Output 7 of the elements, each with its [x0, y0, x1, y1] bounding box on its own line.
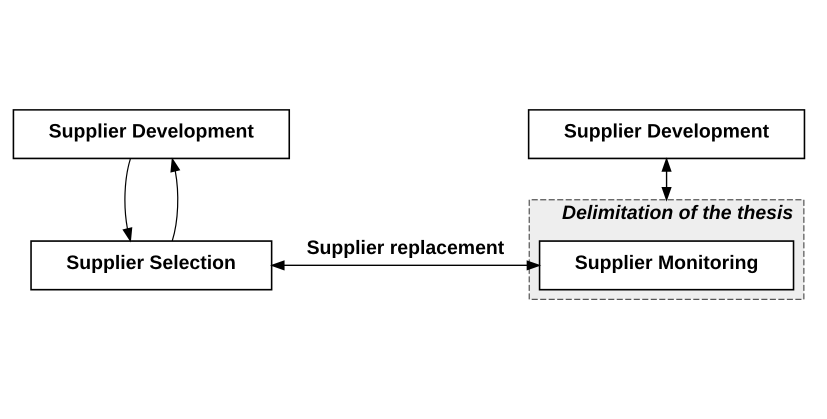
edge-label: Supplier replacement — [306, 237, 504, 260]
node-box: Supplier Monitoring — [538, 240, 794, 290]
arrow — [170, 157, 180, 241]
node-box: Supplier Development — [12, 109, 290, 160]
node-box: Supplier Development — [528, 109, 806, 160]
node-box: Supplier Selection — [30, 240, 272, 290]
arrow — [122, 158, 132, 242]
